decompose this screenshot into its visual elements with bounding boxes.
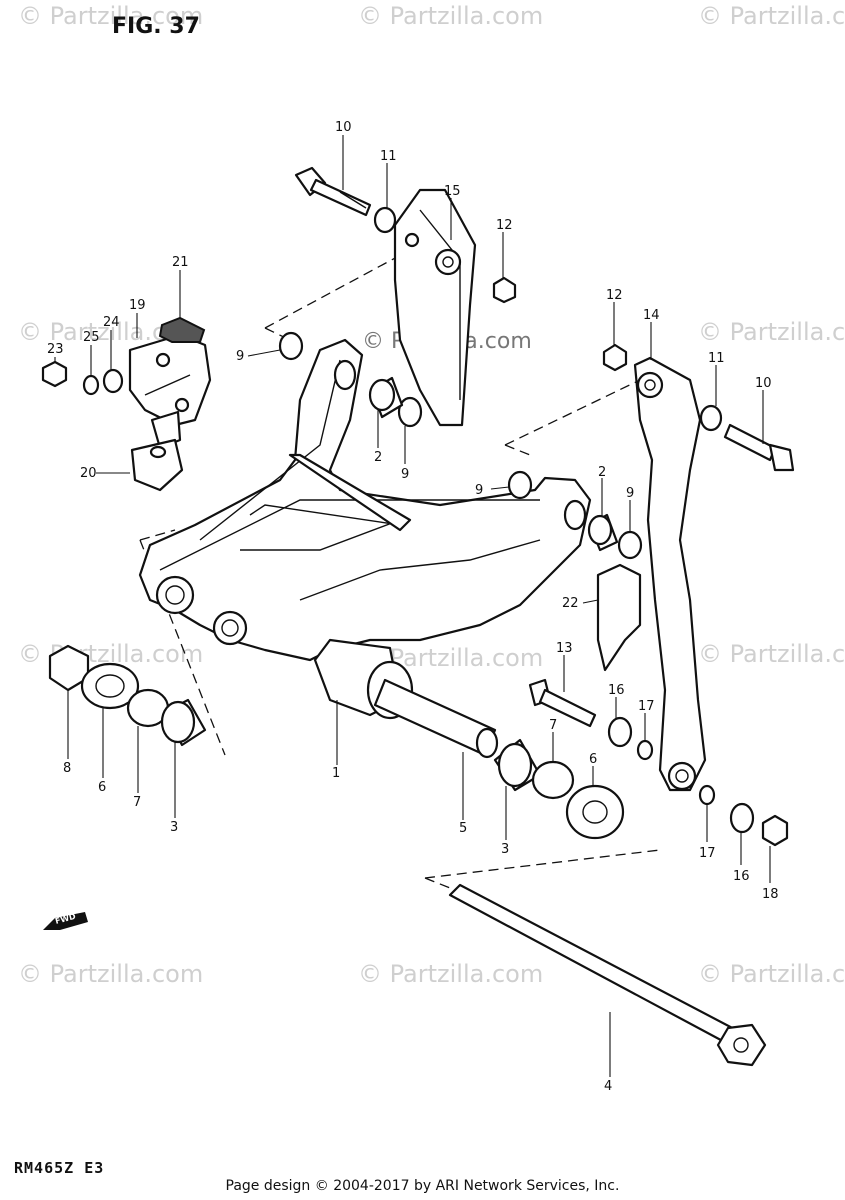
washer-9-a — [278, 331, 304, 361]
callout-3-b: 3 — [501, 842, 509, 857]
watermark: © Partzilla.com — [358, 2, 544, 30]
callout-2-b: 2 — [598, 465, 606, 480]
callout-1: 1 — [332, 766, 340, 781]
callout-14: 14 — [643, 308, 660, 323]
callout-10-b: 10 — [755, 376, 772, 391]
nut-18 — [761, 814, 789, 847]
watermark: © Partzilla.com — [698, 960, 845, 988]
diagram-code: RM465Z E3 — [14, 1159, 105, 1177]
callout-21: 21 — [172, 255, 189, 270]
callout-16-b: 16 — [733, 869, 750, 884]
seal-6-left — [80, 662, 140, 710]
watermark: © Partzilla.com — [358, 960, 544, 988]
callout-7-b: 7 — [549, 718, 557, 733]
callout-3-a: 3 — [170, 820, 178, 835]
callout-7-a: 7 — [133, 795, 141, 810]
callout-16-a: 16 — [608, 683, 625, 698]
bushing-2-right — [587, 513, 619, 552]
callout-4: 4 — [604, 1079, 612, 1094]
bushing-2-left — [368, 376, 404, 419]
collar-16-upper — [607, 716, 633, 748]
watermark: © Partzilla.com — [18, 2, 204, 30]
callout-9-b: 9 — [401, 467, 409, 482]
callout-18-num: 18 — [762, 887, 779, 902]
callout-24: 24 — [103, 315, 120, 330]
callout-numbers: 10 11 15 12 21 19 24 25 23 24 9 20 2 9 9… — [80, 120, 772, 1094]
clip-17-upper — [636, 739, 654, 761]
callout-12-b: 12 — [606, 288, 623, 303]
swing-arm — [138, 338, 592, 720]
callout-numbers-extra: 23 22 8 18 — [47, 342, 779, 902]
washer-11-right — [699, 404, 723, 432]
watermark: © Partzilla.com — [698, 2, 845, 30]
callout-9-d: 9 — [626, 486, 634, 501]
washer-9-c — [507, 470, 533, 500]
callout-11: 11 — [380, 149, 397, 164]
callout-15: 15 — [444, 184, 461, 199]
bolt-left — [294, 166, 372, 217]
callout-22-num: 22 — [562, 596, 579, 611]
callout-19: 19 — [129, 298, 146, 313]
callout-11-b: 11 — [708, 351, 725, 366]
pivot-shaft — [448, 883, 767, 1067]
pivot-collar — [373, 678, 499, 759]
callout-12: 12 — [496, 218, 513, 233]
bracket-arm-right — [633, 356, 707, 792]
callout-17-a: 17 — [638, 699, 655, 714]
callout-9-a: 9 — [236, 349, 244, 364]
bearing-3-left — [160, 698, 207, 747]
forward-arrow-icon: FWD — [43, 912, 88, 930]
callout-9-c: 9 — [475, 483, 483, 498]
callout-20: 20 — [80, 466, 97, 481]
callout-2-a: 2 — [374, 450, 382, 465]
clip-17-lower — [698, 784, 716, 806]
callout-5: 5 — [459, 821, 467, 836]
watermark: © Partzilla.com — [698, 318, 845, 346]
callout-17-b: 17 — [699, 846, 716, 861]
washer-9-d — [617, 530, 643, 560]
leader-lines — [54, 135, 771, 1077]
nut-12-right — [602, 343, 628, 372]
watermark: © Partzilla.com — [698, 640, 845, 668]
callout-10: 10 — [335, 120, 352, 135]
footer-copyright: Page design © 2004-2017 by ARI Network S… — [225, 1178, 620, 1194]
callout-13: 13 — [556, 641, 573, 656]
assembly-guide-lines — [139, 249, 661, 891]
washer-9-b — [397, 396, 423, 428]
bolt-13 — [528, 678, 597, 728]
washer-7-right — [531, 760, 575, 800]
dust-cover — [596, 563, 642, 672]
washer-11-left — [373, 206, 397, 234]
collar-16-lower — [729, 802, 755, 834]
chain-buffer-assembly — [41, 316, 212, 492]
nut-12-left — [492, 276, 517, 304]
callout-23-num: 23 — [47, 342, 64, 357]
bracket-plate-left — [393, 188, 477, 427]
seal-6-right — [565, 784, 625, 840]
callout-6-b: 6 — [589, 752, 597, 767]
callout-25: 25 — [83, 330, 100, 345]
figure-title: FIG. 37 — [112, 14, 200, 39]
bolt-right — [723, 423, 795, 472]
watermark: © Partzilla.com — [18, 960, 204, 988]
callout-8-num: 8 — [63, 761, 71, 776]
callout-6-a: 6 — [98, 780, 106, 795]
